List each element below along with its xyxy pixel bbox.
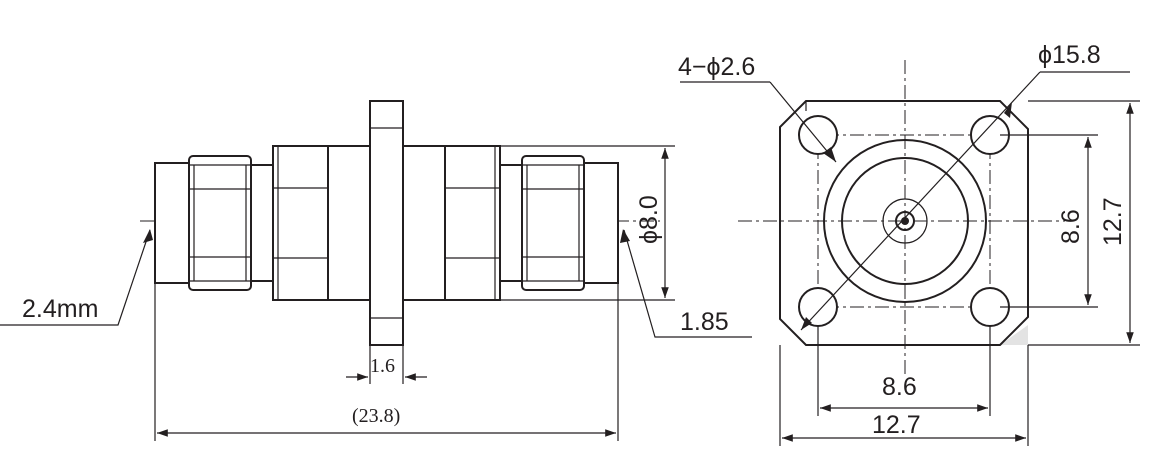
left-body-hex (272, 145, 371, 301)
circle-diameter-callout: ϕ15.8 (800, 41, 1130, 331)
body-diameter-label: ϕ8.0 (635, 195, 663, 244)
corner-shade (1000, 325, 1028, 345)
flange-thickness-label: 1.6 (370, 355, 395, 377)
hole-callout: 4−ϕ2.6 (678, 53, 837, 163)
flange-width-dimension: 12.7 (779, 345, 1029, 446)
mounting-hole-top-left (798, 115, 838, 155)
flange-height-label: 12.7 (1099, 197, 1127, 246)
mounting-hole-bottom-left (798, 287, 838, 327)
side-view: ϕ8.0 2.4mm 1.85 1.6 (23.8) (0, 100, 752, 441)
right-callout-label: 1.85 (680, 308, 729, 336)
right-callout: 1.85 (620, 229, 752, 338)
overall-length-dimension: (23.8) (154, 283, 619, 441)
center-pin (901, 217, 909, 225)
hole-spacing-vertical-label: 8.6 (1057, 209, 1085, 244)
right-plug (499, 155, 619, 291)
flange (369, 100, 404, 346)
right-body-hex (402, 145, 501, 301)
center-pin-outer (895, 211, 915, 231)
flange-height-dimension: 12.7 (1028, 100, 1140, 346)
flange-thickness-dimension: 1.6 (346, 345, 427, 384)
left-callout: 2.4mm (0, 229, 153, 326)
hole-callout-label: 4−ϕ2.6 (678, 53, 755, 81)
hole-spacing-vertical-dimension: 8.6 (1000, 134, 1098, 308)
flange-width-label: 12.7 (872, 411, 921, 439)
hole-spacing-horizontal-dimension: 8.6 (817, 326, 991, 416)
hole-spacing-horizontal-label: 8.6 (882, 373, 917, 401)
body-diameter-dimension: ϕ8.0 (500, 145, 675, 301)
left-callout-label: 2.4mm (22, 295, 98, 323)
circle-diameter-label: ϕ15.8 (1038, 41, 1101, 69)
left-plug (154, 155, 274, 291)
dielectric-ring (882, 198, 928, 244)
front-view: ϕ15.8 4−ϕ2.6 8.6 12.7 8.6 (678, 41, 1140, 446)
outer-ring (823, 139, 987, 303)
inner-ring (841, 157, 969, 285)
overall-length-label: (23.8) (352, 405, 400, 427)
